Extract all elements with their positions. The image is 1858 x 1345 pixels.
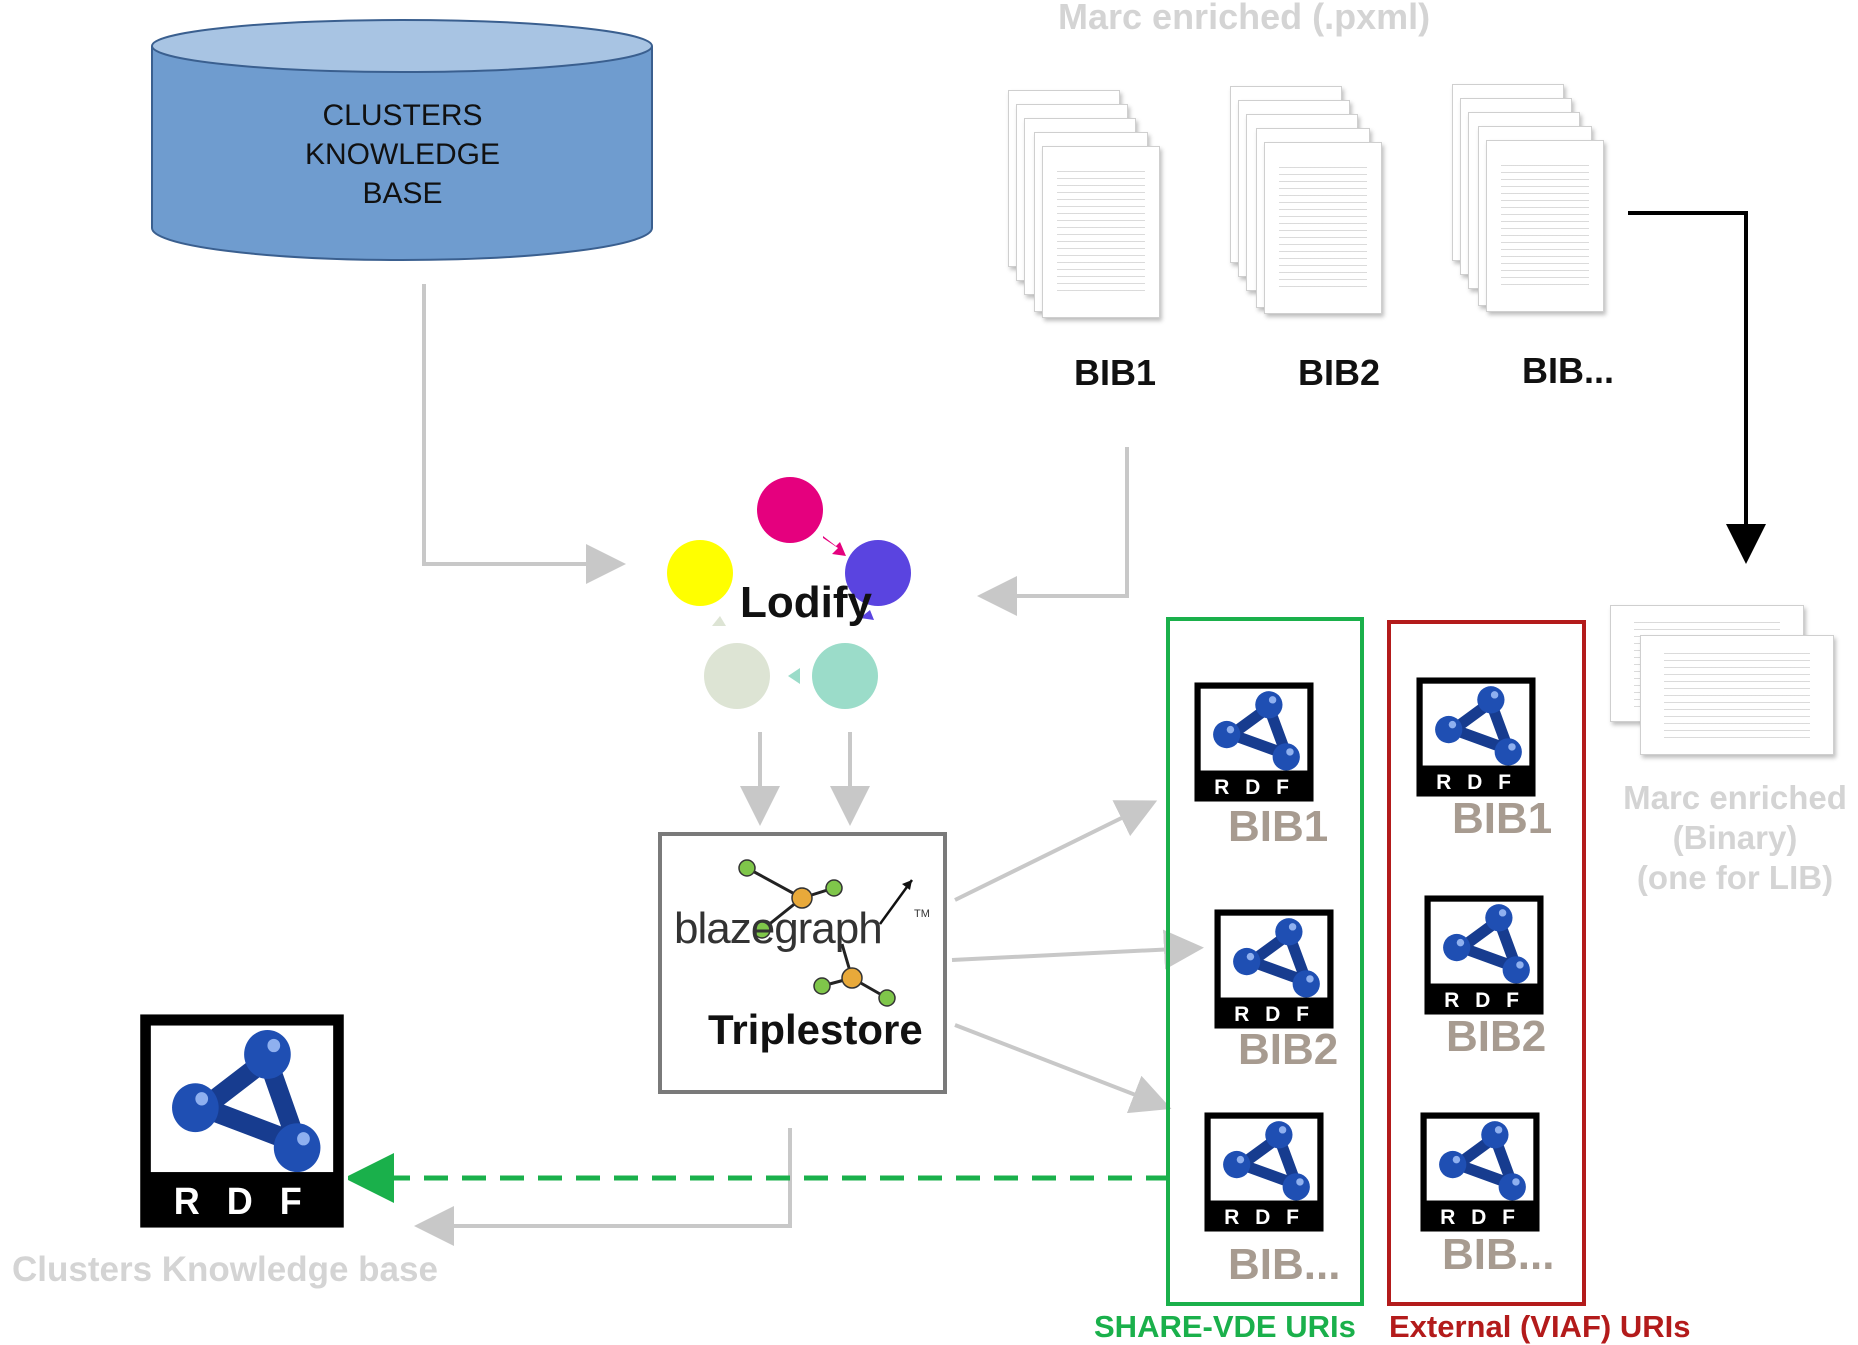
- database-icon: [151, 19, 653, 261]
- arrow-db-to-lodify: [422, 284, 626, 584]
- marc-bib-more-label: BIB...: [1522, 350, 1615, 391]
- marc-pxml-title: Marc enriched (.pxml): [1058, 0, 1431, 37]
- arrow-bibs-to-lodify: [977, 447, 1129, 616]
- arrow-triplestore-to-bib3: [954, 1023, 1172, 1114]
- rdf-logo-icon: R D F: [1202, 1110, 1326, 1234]
- svg-text:R D F: R D F: [174, 1180, 310, 1222]
- arrow-bibs-to-binary: [1628, 211, 1766, 564]
- lodify-label: Lodify: [740, 578, 872, 627]
- external-bib2-label: BIB2: [1446, 1012, 1547, 1061]
- share-vde-box: [1166, 617, 1364, 1306]
- svg-text:R D F: R D F: [1440, 1206, 1520, 1229]
- marc-binary-title: Marc enriched (Binary) (one for LIB): [1610, 778, 1858, 898]
- document-stack-bib-more: [1452, 84, 1604, 314]
- clusters-rdf-logo-icon: R D F: [136, 1010, 348, 1232]
- rdf-logo-icon: R D F: [1212, 907, 1336, 1031]
- db-label-line-2: KNOWLEDGE: [304, 138, 501, 171]
- blazegraph-logo-text: blazegraph: [674, 904, 883, 953]
- blazegraph-network-icon: [738, 859, 914, 1007]
- sharevde-caption: SHARE-VDE URIs: [1094, 1309, 1356, 1344]
- arrow-triplestore-to-bib1: [954, 800, 1158, 902]
- sharevde-bib1-label: BIB1: [1228, 802, 1329, 851]
- external-bib-more-label: BIB...: [1442, 1230, 1555, 1279]
- rdf-logo-icon: R D F: [1418, 1110, 1542, 1234]
- document-stack-binary: [1610, 605, 1835, 755]
- triplestore-label: Triplestore: [708, 1006, 923, 1053]
- rdf-logo-icon: R D F: [1422, 893, 1546, 1017]
- marc-binary-title-line-2: (Binary): [1672, 819, 1798, 856]
- external-bib1-label: BIB1: [1452, 794, 1553, 843]
- arrow-triplestore-to-bib2: [951, 929, 1204, 970]
- marc-binary-title-line-3: (one for LIB): [1636, 859, 1834, 896]
- rdf-logo-icon: R D F: [1414, 675, 1538, 799]
- svg-text:R D F: R D F: [1436, 771, 1516, 794]
- rdf-logo-icon: R D F: [1192, 680, 1316, 804]
- marc-bib1-label: BIB1: [1074, 352, 1157, 393]
- blazegraph-trademark: TM: [914, 908, 930, 920]
- svg-text:R D F: R D F: [1234, 1003, 1314, 1026]
- external-caption: External (VIAF) URIs: [1389, 1309, 1691, 1344]
- svg-text:R D F: R D F: [1214, 776, 1294, 799]
- document-stack-bib2: [1230, 86, 1382, 316]
- marc-binary-title-line-1: Marc enriched: [1623, 779, 1847, 816]
- external-viaf-box: [1387, 620, 1586, 1306]
- sharevde-bib2-label: BIB2: [1238, 1025, 1339, 1074]
- marc-bib2-label: BIB2: [1298, 352, 1381, 393]
- db-label-line-1: CLUSTERS: [322, 99, 483, 132]
- db-label-line-3: BASE: [362, 177, 443, 210]
- document-stack-bib1: [1008, 90, 1160, 320]
- svg-text:R D F: R D F: [1224, 1206, 1304, 1229]
- arrow-triplestore-to-clusters: [414, 1128, 792, 1246]
- lodify-cycle-graphic: [660, 470, 920, 720]
- clusters-kb-caption: Clusters Knowledge base: [12, 1250, 438, 1289]
- svg-text:R D F: R D F: [1444, 989, 1524, 1012]
- lodify-cycle-icon: [667, 477, 911, 709]
- triplestore-box: blazegraph TM Triplestore: [658, 832, 947, 1094]
- clusters-knowledge-base-db: CLUSTERS KNOWLEDGE BASE: [150, 18, 655, 263]
- sharevde-bib-more-label: BIB...: [1228, 1240, 1341, 1289]
